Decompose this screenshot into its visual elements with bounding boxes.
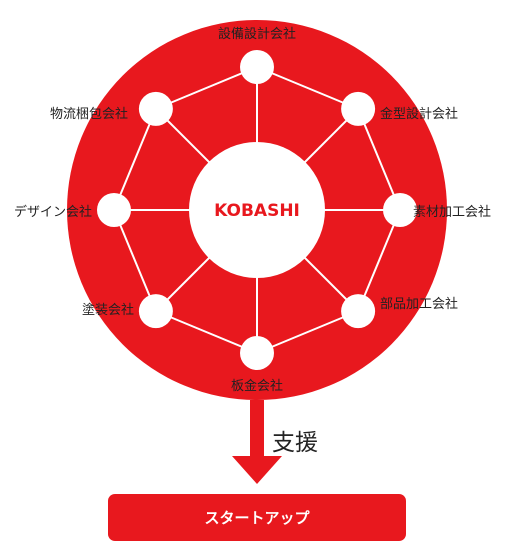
- ring-connectors: [113, 66, 401, 354]
- ring-connector-line: [357, 209, 401, 312]
- support-label: 支援: [272, 430, 318, 456]
- node-label-mold-design: 金型設計会社: [380, 106, 458, 122]
- node-label-sheet-metal: 板金会社: [231, 378, 283, 394]
- ring-connector-line: [113, 209, 157, 312]
- partner-node-painting: [138, 294, 173, 329]
- partner-node-sheet-metal: [240, 336, 274, 370]
- partner-node-design-eng: [240, 50, 274, 84]
- ring-connector-line: [155, 310, 258, 354]
- node-label-painting: 塗装会社: [82, 302, 134, 318]
- partner-node-parts: [341, 294, 376, 329]
- ring-connector-line: [155, 66, 258, 110]
- startup-box: [108, 494, 406, 541]
- support-arrow-shaft: [250, 400, 264, 458]
- center-company-circle: [189, 142, 325, 278]
- partner-node-logistics: [138, 91, 173, 126]
- partner-node-circles: [97, 50, 417, 370]
- node-label-parts: 部品加工会社: [380, 296, 458, 312]
- support-arrow-head: [232, 456, 282, 484]
- ring-connector-line: [256, 66, 359, 110]
- node-label-design: デザイン会社: [14, 204, 92, 220]
- partner-node-materials: [383, 193, 417, 227]
- center-company-label: KOBASHI: [214, 201, 300, 221]
- node-label-design-eng: 設備設計会社: [218, 26, 296, 42]
- node-label-materials: 素材加工会社: [413, 204, 491, 220]
- partner-node-design: [97, 193, 131, 227]
- node-label-logistics: 物流梱包会社: [50, 106, 128, 122]
- ring-connector-line: [357, 108, 401, 211]
- startup-label: スタートアップ: [204, 509, 310, 527]
- partner-node-mold-design: [341, 91, 376, 126]
- ring-connector-line: [113, 108, 157, 211]
- ring-connector-line: [256, 310, 359, 354]
